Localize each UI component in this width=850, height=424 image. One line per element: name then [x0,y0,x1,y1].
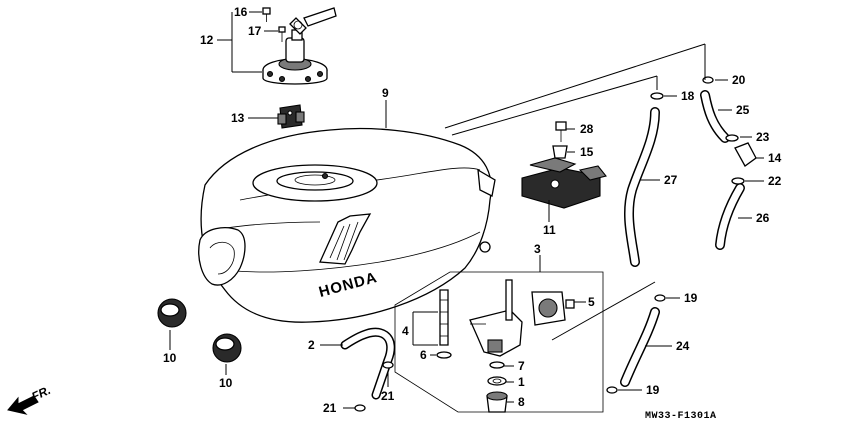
clip-22 [731,177,745,185]
front-indicator-label: FR. [29,383,52,404]
front-arrow-icon [7,395,39,415]
callout-15: 15 [580,145,594,159]
callout-10-right: 10 [219,376,233,390]
breather-tube-27 [624,107,660,267]
callout-22: 22 [768,174,782,188]
bolt-28 [555,121,567,142]
callout-labels: 1 2 3 4 5 6 7 8 9 10 10 11 12 13 14 15 1… [163,5,782,415]
fuel-tube-2 [340,327,396,400]
callout-19-upper: 19 [684,291,698,305]
clip-21-left [354,404,366,412]
fuel-valve-box [394,271,604,413]
clip-19-lower [606,386,618,394]
callout-19-lower: 19 [646,383,660,397]
callout-7: 7 [518,359,525,373]
callout-27: 27 [664,173,678,187]
drain-tube-24 [620,307,660,387]
ignition-key [289,7,337,35]
callout-17: 17 [248,24,262,38]
hose-25 [700,90,730,143]
callout-2: 2 [308,338,315,352]
callout-11: 11 [543,223,556,237]
callout-6: 6 [420,348,427,362]
callout-9: 9 [382,86,389,100]
fuel-cap-assembly [262,29,328,85]
drawing-code: MW33-F1301A [645,411,717,422]
callout-1: 1 [518,375,525,389]
cap-screw-16 [262,7,271,22]
callout-21-left: 21 [323,401,337,415]
callout-14: 14 [768,151,782,165]
callout-25: 25 [736,103,750,117]
hose-26 [715,183,745,250]
callout-28: 28 [580,122,594,136]
rubber-mount-10-right [212,333,242,363]
callout-10-left: 10 [163,351,177,365]
rubber-cushion-13 [277,104,305,129]
callout-26: 26 [756,211,770,225]
clip-21-mid [382,361,394,369]
fuel-tank: HONDA [198,127,496,323]
front-direction-indicator: FR. [7,383,53,415]
clip-19-upper [654,294,666,302]
callout-8: 8 [518,395,525,409]
callout-5: 5 [588,295,595,309]
callout-24: 24 [676,339,690,353]
callout-4: 4 [402,324,409,338]
callout-23: 23 [756,130,770,144]
rubber-mount-10-left [157,298,187,328]
callout-21-mid: 21 [381,389,395,403]
callout-16: 16 [234,5,248,19]
joint-14 [734,142,757,167]
callout-3: 3 [534,242,541,256]
callout-12: 12 [200,33,214,47]
setting-rubber-11 [521,157,607,209]
callout-20: 20 [732,73,746,87]
collar-15 [552,145,568,159]
leader-lines [169,11,764,409]
cap-screw-17 [278,26,286,42]
callout-18: 18 [681,89,695,103]
clip-23 [725,134,739,142]
callout-13: 13 [231,111,245,125]
clip-18 [650,92,664,100]
